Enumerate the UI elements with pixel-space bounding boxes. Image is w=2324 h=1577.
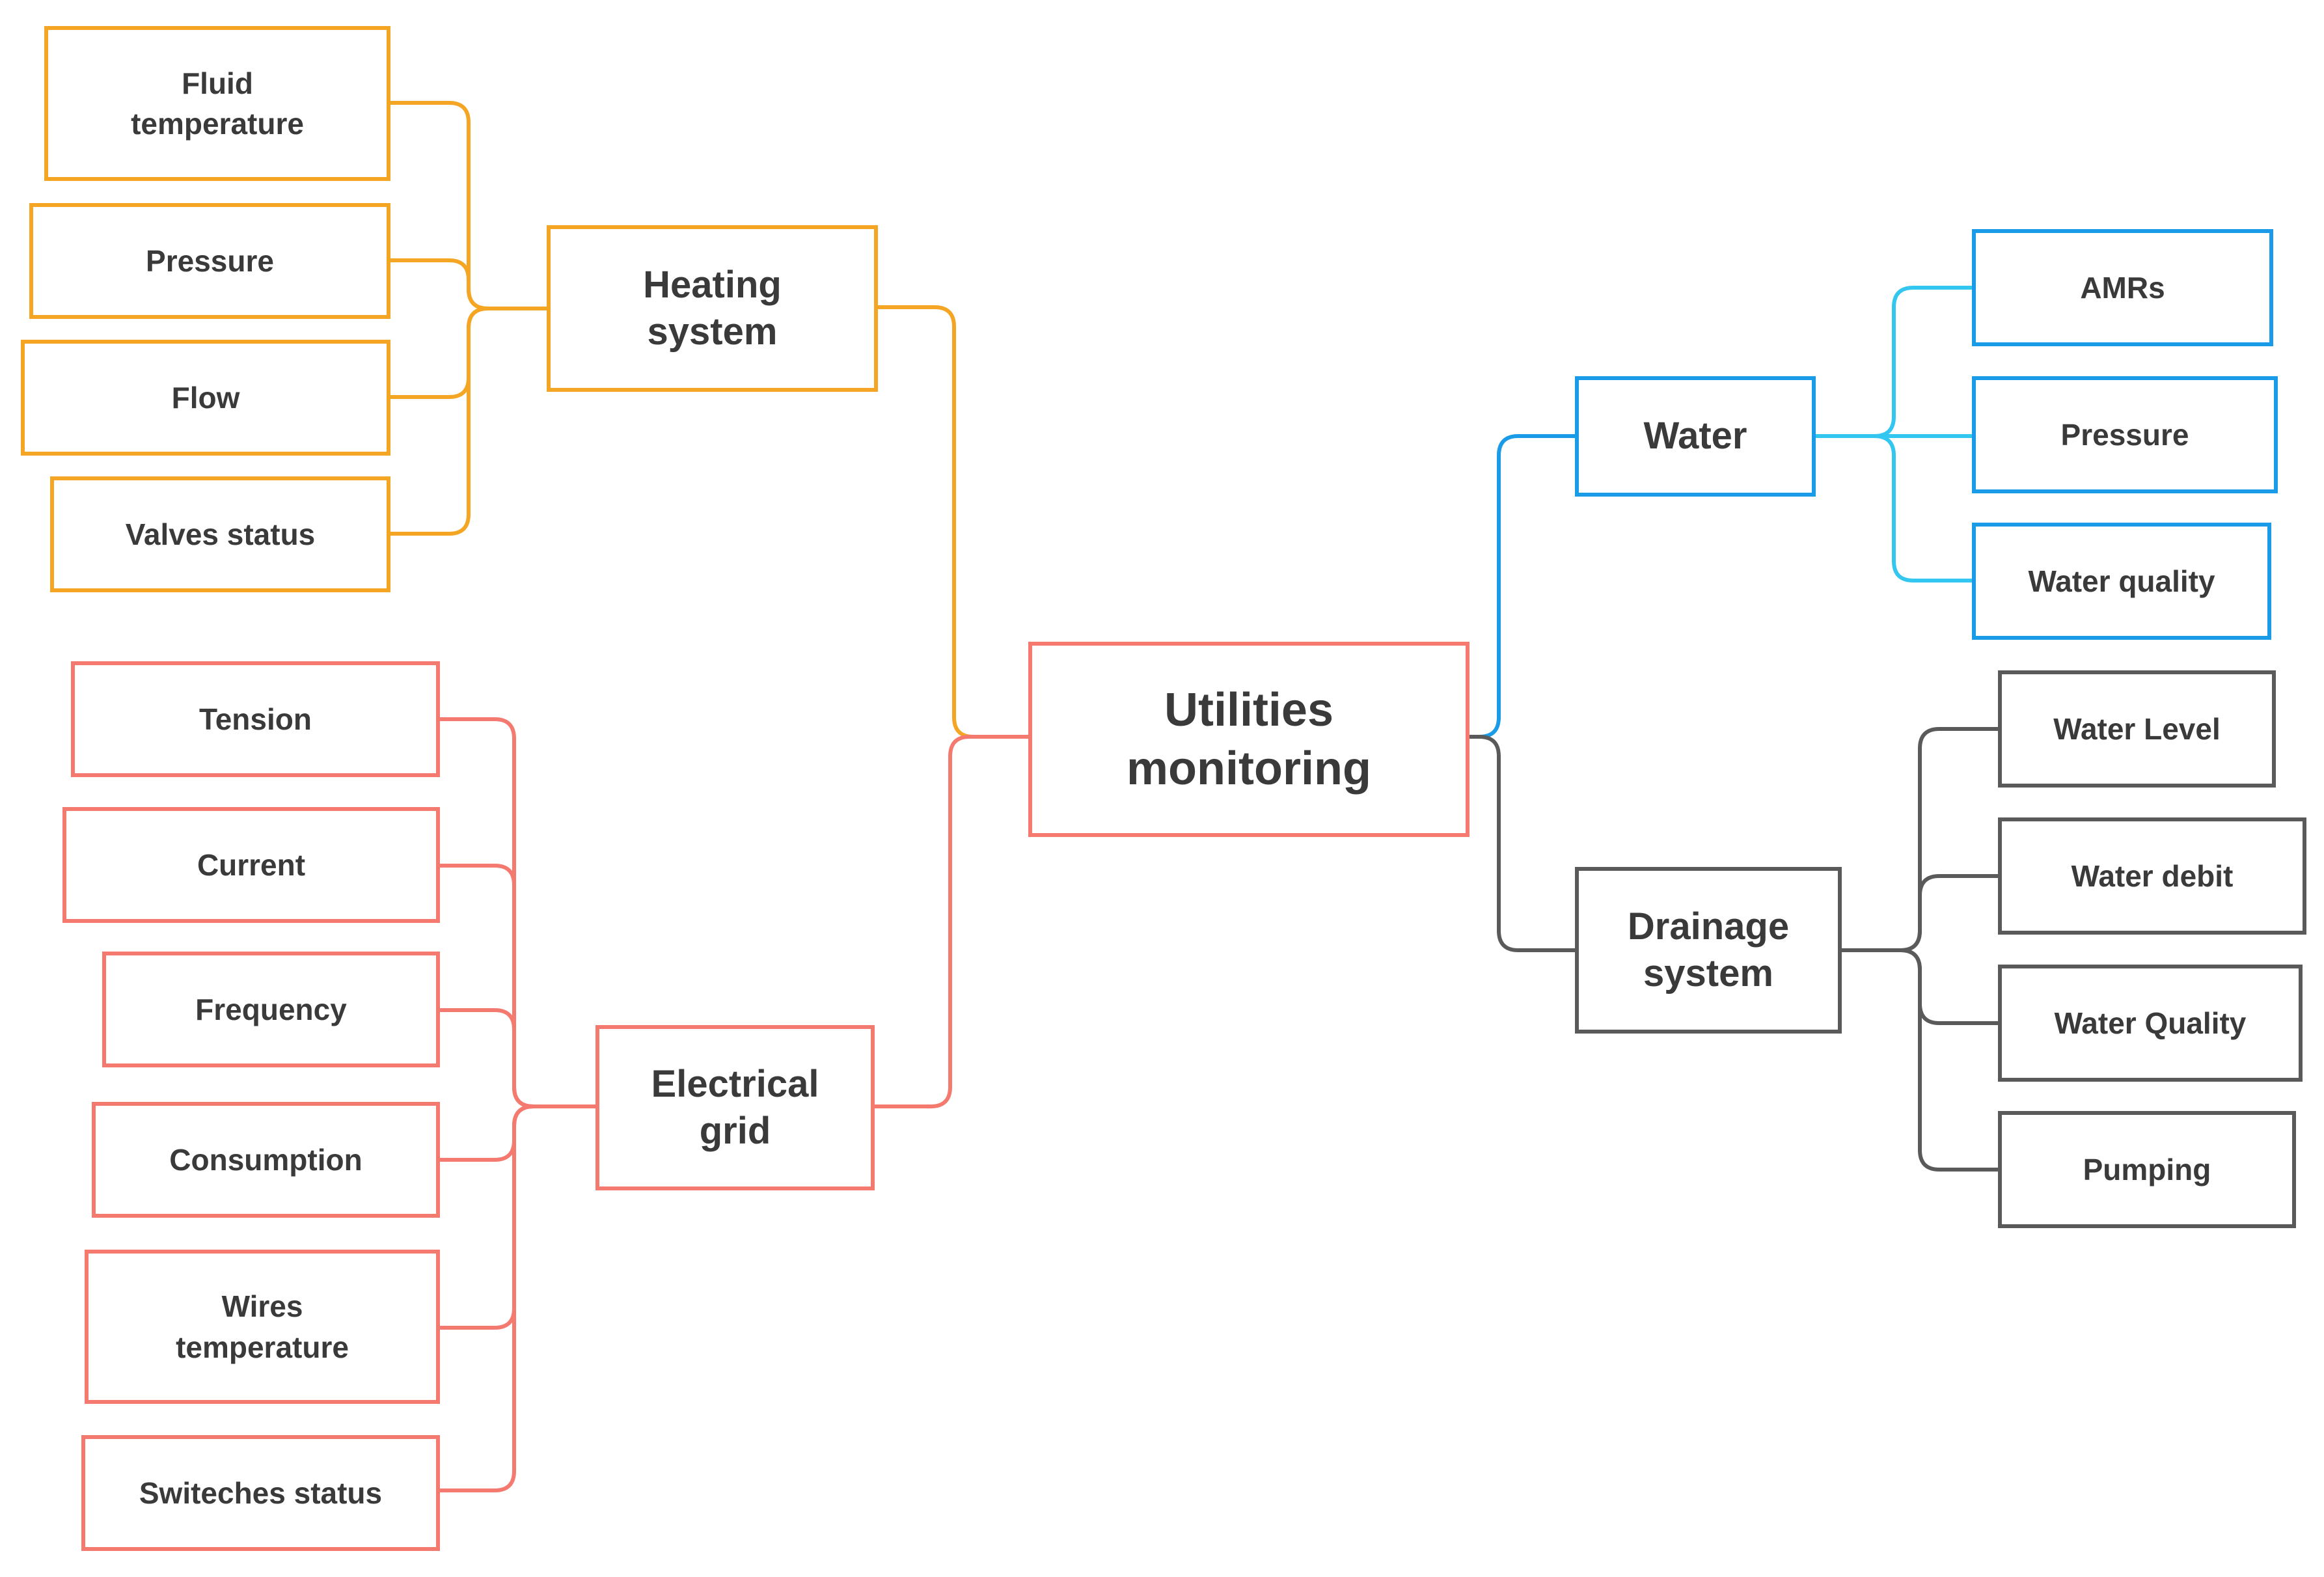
drainage-child-water-quality[interactable]: Water Quality — [1998, 965, 2303, 1082]
heating-system-node[interactable]: Heating system — [547, 225, 878, 392]
water-child-pressure[interactable]: Pressure — [1972, 376, 2278, 493]
link-heating-root — [878, 305, 1028, 739]
link-drainage-leaf-4 — [1842, 948, 1998, 1172]
water-node[interactable]: Water — [1575, 376, 1816, 497]
heating-child-valves-status[interactable]: Valves status — [50, 476, 390, 592]
link-electrical-root — [875, 735, 1028, 1108]
water-child-amrs[interactable]: AMRs — [1972, 229, 2273, 346]
electrical-child-switches-status[interactable]: Switeches status — [81, 1435, 440, 1551]
link-water-leaf-3 — [1816, 434, 1972, 583]
link-electrical-leaf-5 — [440, 1104, 595, 1330]
link-water-root — [1470, 434, 1575, 739]
link-drainage-leaf-2 — [1842, 874, 1998, 952]
link-electrical-leaf-6 — [440, 1104, 595, 1492]
link-electrical-leaf-1 — [440, 717, 595, 1108]
electrical-child-frequency[interactable]: Frequency — [102, 952, 440, 1067]
drainage-child-water-debit[interactable]: Water debit — [1998, 817, 2306, 935]
water-child-water-quality[interactable]: Water quality — [1972, 523, 2271, 640]
drainage-child-water-level[interactable]: Water Level — [1998, 670, 2276, 788]
drainage-system-node[interactable]: Drainage system — [1575, 867, 1842, 1034]
electrical-child-consumption[interactable]: Consumption — [92, 1102, 440, 1218]
link-heating-leaf-2 — [390, 258, 547, 310]
heating-child-flow[interactable]: Flow — [21, 340, 390, 456]
link-electrical-leaf-2 — [440, 864, 595, 1108]
drainage-child-pumping[interactable]: Pumping — [1998, 1111, 2296, 1228]
link-water-leaf-1 — [1816, 286, 1972, 438]
link-heating-leaf-4 — [390, 307, 547, 536]
electrical-grid-node[interactable]: Electrical grid — [595, 1025, 875, 1190]
electrical-child-current[interactable]: Current — [62, 807, 440, 923]
electrical-child-wires-temperature[interactable]: Wires temperature — [85, 1250, 440, 1404]
heating-child-pressure[interactable]: Pressure — [29, 203, 390, 319]
heating-child-fluid-temperature[interactable]: Fluid temperature — [44, 26, 390, 181]
link-electrical-leaf-3 — [440, 1008, 595, 1108]
root-node[interactable]: Utilities monitoring — [1028, 642, 1470, 837]
electrical-child-tension[interactable]: Tension — [71, 661, 440, 777]
link-drainage-root — [1470, 735, 1575, 952]
